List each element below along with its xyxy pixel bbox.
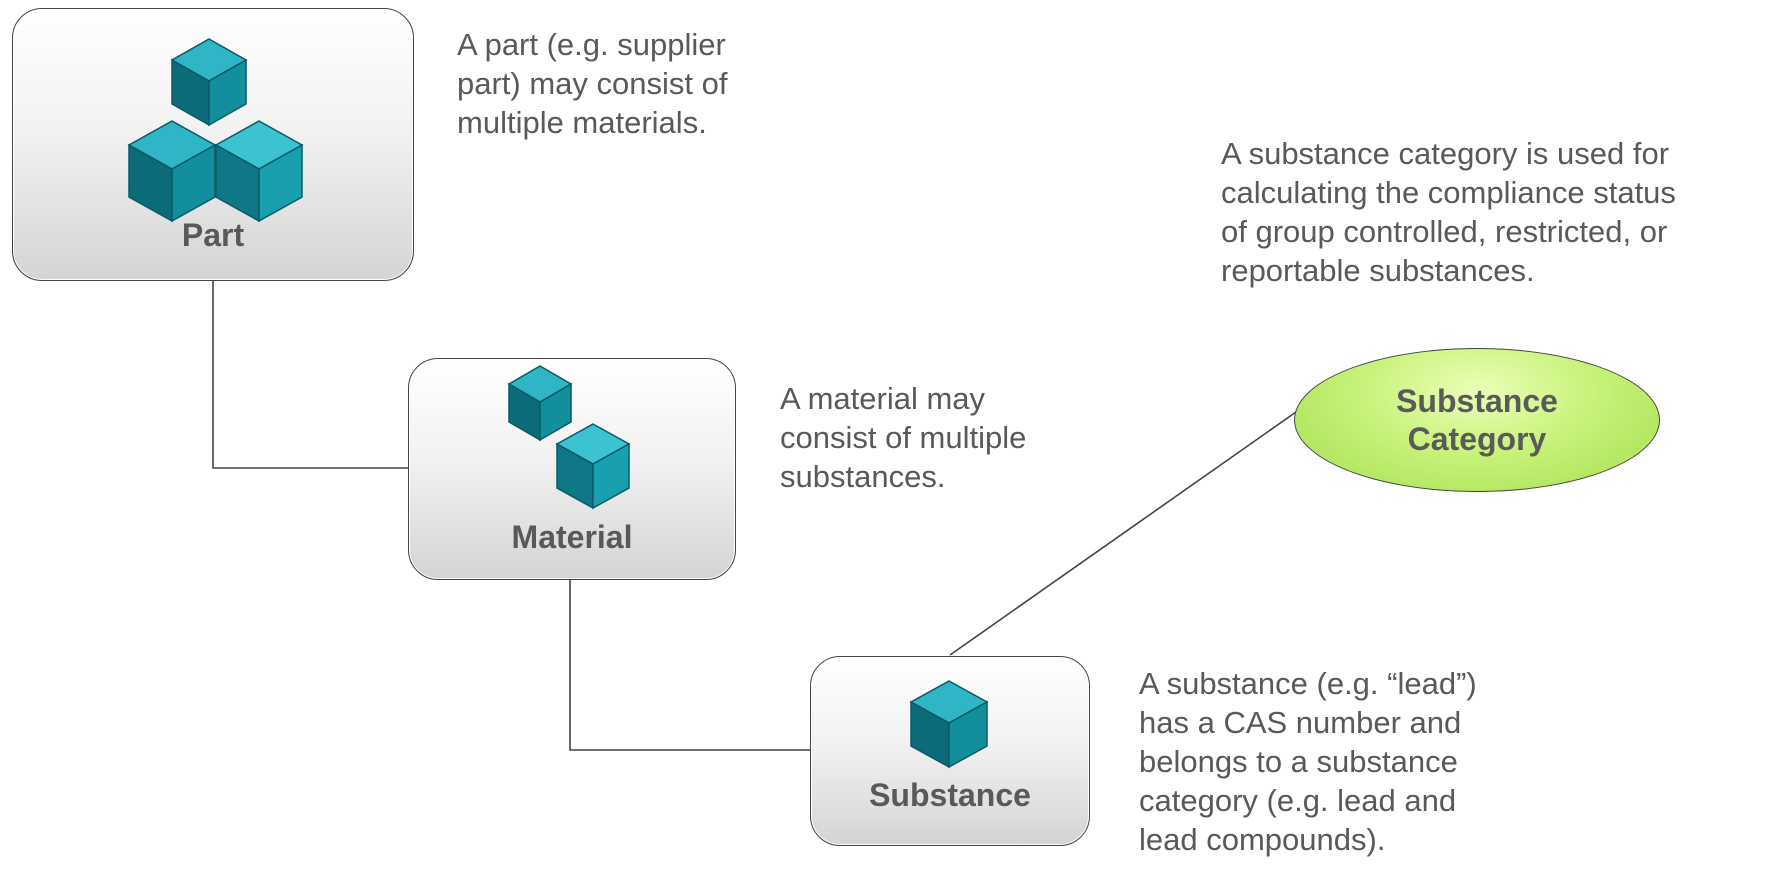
cube-lower	[555, 423, 631, 510]
part-node[interactable]: Part	[12, 8, 414, 281]
cube-upper	[507, 365, 573, 442]
substance-label: Substance	[869, 777, 1031, 813]
material-to-substance-connector	[569, 580, 810, 751]
part-description: A part (e.g. supplier part) may consist …	[457, 27, 728, 140]
cube-top	[170, 38, 248, 127]
part-to-material-connector	[212, 281, 408, 469]
material-description: A material may consist of multiple subst…	[780, 381, 1027, 494]
three-cubes-icon	[127, 38, 304, 223]
substance-category-label: Substance Category	[1396, 383, 1558, 457]
material-label: Material	[511, 519, 633, 555]
part-label: Part	[181, 217, 245, 253]
substance-category-description: A substance category is used for calcula…	[1221, 136, 1676, 288]
substance-node[interactable]: Substance	[810, 656, 1090, 846]
substance-description: A substance (e.g. “lead”) has a CAS numb…	[1139, 666, 1477, 857]
two-cubes-icon	[507, 365, 631, 510]
single-cube-icon	[909, 680, 989, 769]
substance-category-node[interactable]: Substance Category	[1294, 348, 1660, 492]
material-node[interactable]: Material	[408, 358, 736, 580]
cube-bottom-right	[214, 120, 304, 223]
cube-bottom-left	[127, 120, 217, 223]
